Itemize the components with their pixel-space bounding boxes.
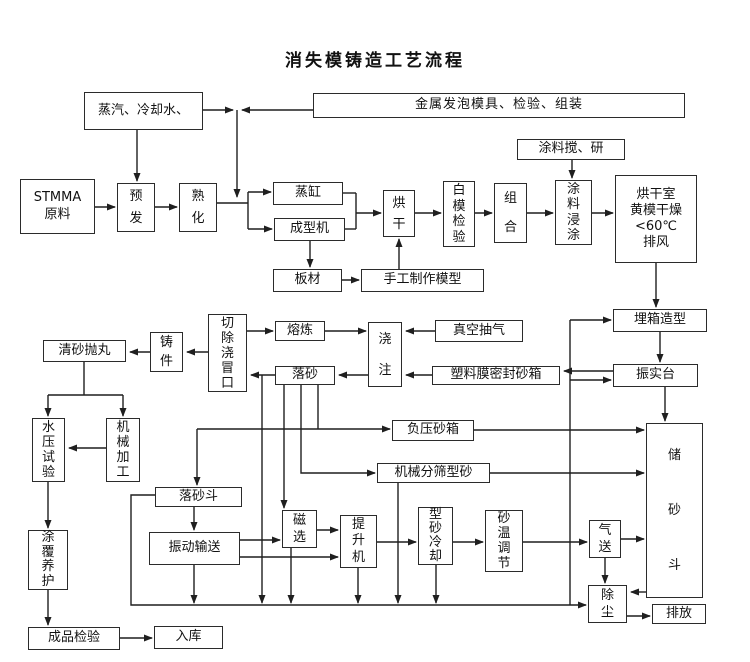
node-casting: 铸件	[150, 332, 183, 372]
node-sand-cooling: 型砂冷却	[418, 507, 453, 565]
node-drying-room: 烘干室 黄模干燥 <60℃ 排风	[615, 175, 697, 263]
node-sand-cooling-label: 型砂冷却	[428, 507, 442, 564]
node-stmma-raw-material: STMMA 原料	[20, 179, 95, 234]
node-hydraulic-test-label: 水压试验	[41, 420, 55, 480]
node-casting-label: 铸件	[159, 335, 173, 369]
node-coating-curing: 涂覆养护	[28, 530, 68, 590]
node-metal-foam-mold-inspect-assemble: 金属发泡模具、检验、组装	[313, 93, 685, 118]
node-bucket-elevator-label: 提升机	[351, 516, 365, 565]
node-maturing: 熟化	[179, 183, 217, 232]
node-plate-material: 板材	[273, 269, 342, 292]
node-hydraulic-test: 水压试验	[32, 418, 65, 482]
node-handmade-model: 手工制作模型	[361, 269, 484, 292]
node-white-mold-inspection-label: 白模检验	[452, 183, 466, 245]
diagram-title: 消失模铸造工艺流程	[285, 51, 465, 71]
node-sand-cleaning-shot-blasting: 清砂抛丸	[43, 340, 126, 362]
node-pre-expansion: 预发	[117, 183, 155, 232]
node-coating-mix-grind: 涂料搅、研	[517, 139, 625, 160]
node-magnetic-separation: 磁选	[282, 510, 317, 548]
node-product-inspection: 成品检验	[28, 627, 120, 650]
node-shakeout: 落砂	[275, 366, 335, 385]
node-steam-cooling-water: 蒸汽、冷却水、	[84, 92, 203, 130]
node-pouring: 浇注	[368, 322, 402, 387]
node-machining: 机械加工	[106, 418, 140, 482]
node-negative-pressure-flask: 负压砂箱	[392, 420, 474, 441]
node-maturing-label: 熟化	[191, 188, 205, 226]
node-cut-gate-riser-label: 切除浇冒口	[220, 315, 234, 391]
node-sand-temperature-adjust: 砂温调节	[485, 510, 523, 572]
node-vacuum-suction: 真空抽气	[435, 320, 523, 342]
node-plastic-film-sealed-flask: 塑料膜密封砂箱	[432, 366, 560, 385]
node-coating-dip: 涂料浸涂	[555, 180, 592, 245]
node-drying: 烘干	[383, 190, 415, 237]
node-steam-cylinder: 蒸缸	[273, 182, 343, 205]
node-mechanical-sieve-sand: 机械分筛型砂	[377, 463, 490, 483]
node-bucket-elevator: 提升机	[340, 515, 377, 568]
node-dust-removal: 除尘	[588, 585, 627, 623]
node-discharge: 排放	[652, 604, 706, 624]
node-dust-removal-label: 除尘	[600, 588, 614, 620]
node-assembly: 组合	[494, 183, 527, 243]
node-magnetic-separation-label: 磁选	[292, 513, 306, 545]
node-pneumatic-conveying: 气送	[589, 520, 621, 558]
node-sand-storage-hopper: 储砂斗	[646, 423, 703, 598]
node-assembly-label: 组合	[503, 191, 517, 235]
node-molding-machine: 成型机	[274, 218, 345, 241]
node-warehouse: 入库	[154, 626, 223, 649]
node-cut-gate-riser: 切除浇冒口	[208, 314, 247, 392]
node-pre-expansion-label: 预发	[129, 188, 143, 226]
node-machining-label: 机械加工	[116, 420, 130, 480]
node-coating-dip-label: 涂料浸涂	[566, 181, 580, 244]
node-white-mold-inspection: 白模检验	[443, 181, 475, 247]
node-vibration-table: 振实台	[613, 364, 698, 387]
node-sand-storage-hopper-label: 储砂斗	[667, 448, 681, 573]
node-bury-box-molding: 埋箱造型	[613, 309, 707, 332]
node-pouring-label: 浇注	[378, 331, 392, 378]
node-vibration-conveyor: 振动输送	[149, 532, 240, 565]
node-sand-temperature-adjust-label: 砂温调节	[497, 511, 511, 571]
node-drying-label: 烘干	[392, 195, 406, 232]
node-coating-curing-label: 涂覆养护	[41, 530, 55, 589]
node-melting: 熔炼	[275, 321, 325, 341]
node-shakeout-hopper: 落砂斗	[155, 487, 242, 507]
node-pneumatic-conveying-label: 气送	[598, 523, 612, 555]
